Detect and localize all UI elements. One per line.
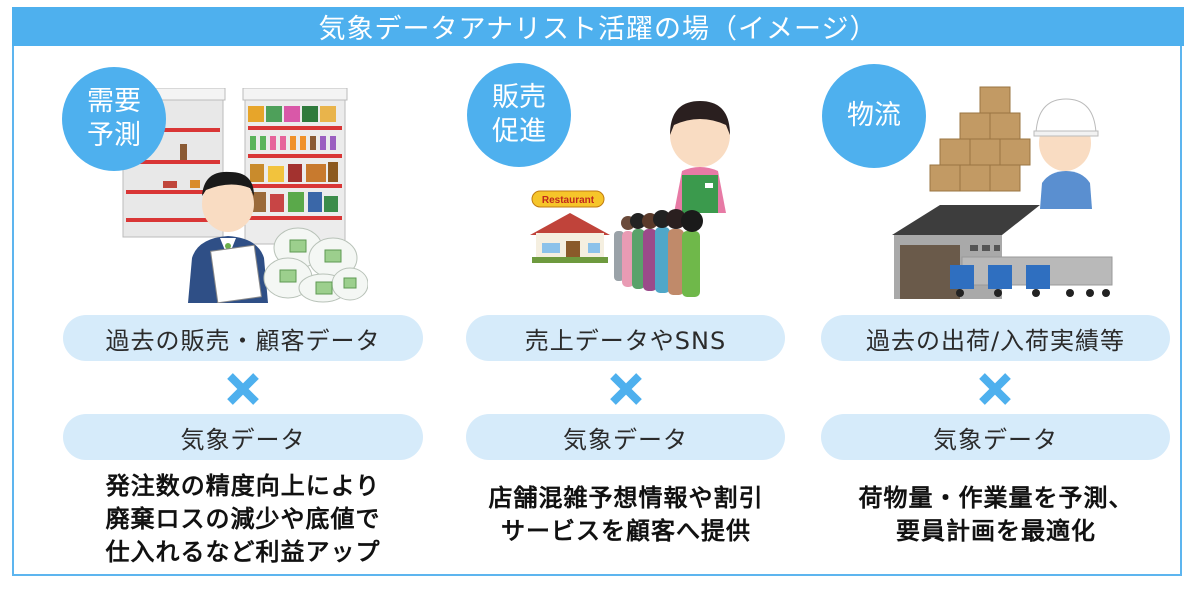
result-text: 店舗混雑予想情報や割引 サービスを顧客へ提供: [456, 482, 796, 548]
badge-line: 需要: [87, 86, 141, 117]
input-data-pill: 過去の販売・顧客データ: [63, 315, 423, 361]
diagram-title: 気象データアナリスト活躍の場（イメージ）: [12, 7, 1184, 46]
result-text: 発注数の精度向上により 廃棄ロスの減少や底値で 仕入れるなど利益アップ: [63, 470, 423, 569]
category-badge: 需要 予測: [62, 67, 166, 171]
badge-line: 予測: [87, 120, 141, 151]
result-line: 店舗混雑予想情報や割引: [488, 484, 764, 512]
weather-data-pill: 気象データ: [63, 414, 423, 460]
input-data-pill: 過去の出荷/入荷実績等: [821, 315, 1170, 361]
category-badge: 販売 促進: [467, 63, 571, 167]
badge-line: 物流: [847, 100, 901, 131]
result-line: 荷物量・作業量を予測、: [858, 484, 1134, 512]
result-line: サービスを顧客へ提供: [501, 517, 751, 545]
weather-data-pill: 気象データ: [466, 414, 785, 460]
restaurant-queue-illustration: Restaurant: [530, 101, 730, 297]
result-line: 廃棄ロスの減少や底値で: [105, 505, 381, 533]
warehouse-logistics-illustration: [892, 86, 1113, 299]
weather-data-pill: 気象データ: [821, 414, 1170, 460]
result-line: 仕入れるなど利益アップ: [105, 538, 381, 566]
multiply-cross-icon: [227, 373, 259, 405]
badge-line: 販売: [492, 82, 546, 113]
input-data-pill: 売上データやSNS: [466, 315, 785, 361]
category-badge: 物流: [822, 64, 926, 168]
result-text: 荷物量・作業量を予測、 要員計画を最適化: [811, 482, 1181, 548]
badge-line: 促進: [492, 116, 546, 147]
multiply-cross-icon: [610, 373, 642, 405]
result-line: 要員計画を最適化: [896, 517, 1096, 545]
result-line: 発注数の精度向上により: [105, 472, 381, 500]
multiply-cross-icon: [979, 373, 1011, 405]
restaurant-sign-text: Restaurant: [542, 195, 595, 206]
